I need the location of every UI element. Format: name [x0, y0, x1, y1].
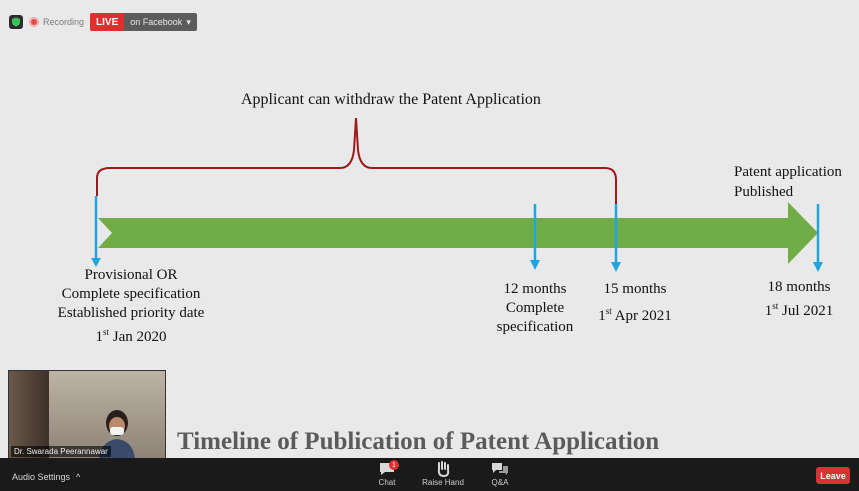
timeline-diagram [91, 117, 823, 272]
qa-button[interactable]: Q&A [488, 460, 512, 487]
published-label: Patent application Published [734, 162, 842, 202]
chat-label: Chat [378, 478, 396, 487]
m12-line3: specification [496, 319, 574, 335]
chat-button[interactable]: 1 Chat [376, 460, 399, 487]
live-tag: LIVE [90, 13, 125, 31]
audio-settings-label: Audio Settings [12, 472, 71, 482]
presentation-slide: Recording LIVE on Facebook ▾ Applicant c… [0, 0, 859, 460]
audio-settings-button[interactable]: Audio Settings ^ [12, 472, 80, 482]
brace-label: Applicant can withdraw the Patent Applic… [241, 91, 541, 108]
recording-dot-icon [29, 17, 39, 27]
provisional-line1: Provisional OR [84, 267, 178, 283]
m15-line1: 15 months [603, 281, 667, 297]
provisional-date: 1st Jan 2020 [95, 327, 167, 345]
live-destination[interactable]: on Facebook ▾ [124, 13, 197, 31]
raise-hand-button[interactable]: Raise Hand [421, 460, 465, 487]
qa-icon [492, 463, 508, 475]
withdraw-brace [96, 117, 617, 212]
raise-hand-label: Raise Hand [422, 478, 464, 487]
m15-date: 1st Apr 2021 [598, 306, 672, 324]
twelve-months-label: 12 months Complete specification [486, 280, 584, 337]
live-destination-label: on Facebook [130, 17, 183, 27]
timeline-arrow [98, 202, 818, 264]
priority-date-label: Provisional OR Complete specification Es… [36, 266, 226, 347]
m12-line1: 12 months [503, 281, 567, 297]
m12-line2: Complete [505, 300, 565, 316]
meeting-controls-bar: Audio Settings ^ 1 Chat Raise Hand Q&A L… [0, 458, 859, 491]
participant-video-tile[interactable]: Dr. Swarada Peerannawar [8, 370, 166, 460]
published-line1: Patent application [734, 164, 842, 180]
caret-down-icon: ▾ [186, 16, 191, 27]
m18-line1: 18 months [767, 279, 831, 295]
provisional-line3: Established priority date [57, 305, 205, 321]
raise-hand-icon [437, 461, 450, 478]
chat-badge: 1 [389, 460, 399, 470]
slide-title: Timeline of Publication of Patent Applic… [177, 428, 660, 455]
qa-label: Q&A [491, 478, 509, 487]
status-strip: Recording LIVE on Facebook ▾ [9, 12, 197, 32]
participant-name: Dr. Swarada Peerannawar [11, 446, 111, 457]
security-shield-icon[interactable] [9, 15, 23, 29]
fifteen-months-label: 15 months 1st Apr 2021 [584, 278, 686, 327]
live-stream-badge[interactable]: LIVE on Facebook ▾ [90, 13, 197, 31]
recording-label: Recording [43, 17, 85, 27]
eighteen-months-label: 18 months 1st Jul 2021 [750, 278, 848, 321]
chevron-up-icon: ^ [76, 472, 81, 482]
leave-button[interactable]: Leave [816, 467, 850, 484]
published-line2: Published [734, 184, 794, 200]
m18-date: 1st Jul 2021 [764, 301, 834, 319]
recording-indicator: Recording [29, 14, 84, 30]
provisional-line2: Complete specification [61, 286, 201, 302]
